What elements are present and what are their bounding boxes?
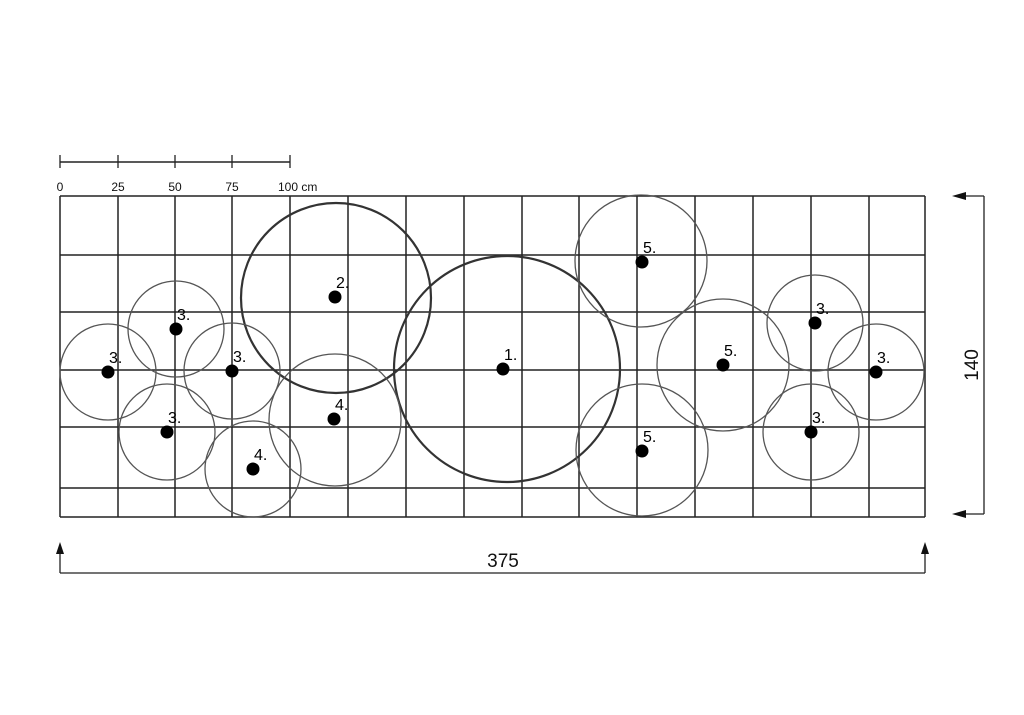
plant-position-dot xyxy=(496,362,510,376)
scale-tick-label: 25 xyxy=(111,180,125,194)
arrow-left-icon xyxy=(952,510,966,518)
plant-marker: 5. xyxy=(656,298,790,432)
plant-position-dot xyxy=(101,365,115,379)
plant-position-dot xyxy=(225,364,239,378)
plant-marker: 4. xyxy=(268,353,402,487)
arrow-up-icon xyxy=(56,542,64,554)
plant-spread-circle xyxy=(827,323,925,421)
plant-spread-circle xyxy=(204,420,302,518)
plant-number-label: 5. xyxy=(643,240,656,257)
plant-spread-circle xyxy=(392,254,622,484)
plant-number-label: 5. xyxy=(724,343,737,360)
plant-marker: 3. xyxy=(827,323,925,421)
plant-number-label: 3. xyxy=(816,301,829,318)
plant-circles: 1. 2. 3. 3. 3. 3. 3. 3. 3. 4. 4. 5. 5. 5. xyxy=(59,194,925,518)
plant-number-label: 3. xyxy=(233,349,246,366)
scale-tick-label: 50 xyxy=(168,180,182,194)
plant-number-label: 3. xyxy=(109,350,122,367)
plant-marker: 1. xyxy=(392,254,622,484)
plant-position-dot xyxy=(160,425,174,439)
arrow-left-icon xyxy=(952,192,966,200)
plant-spread-circle xyxy=(183,322,281,420)
plant-position-dot xyxy=(328,290,342,304)
plant-spread-circle xyxy=(762,383,860,481)
plant-spread-circle xyxy=(574,194,708,328)
plant-marker: 3. xyxy=(59,323,157,421)
plant-position-dot xyxy=(246,462,260,476)
plant-spread-circle xyxy=(118,383,216,481)
plant-position-dot xyxy=(169,322,183,336)
plant-position-dot xyxy=(716,358,730,372)
plant-number-label: 3. xyxy=(177,307,190,324)
plant-marker: 2. xyxy=(239,201,433,395)
grid xyxy=(59,195,926,518)
plant-marker: 3. xyxy=(762,383,860,481)
plant-number-label: 3. xyxy=(812,410,825,427)
width-dimension: 375 xyxy=(56,542,929,574)
plant-marker: 5. xyxy=(574,194,708,328)
plant-marker: 4. xyxy=(204,420,302,518)
plant-number-label: 5. xyxy=(643,429,656,446)
plant-spread-circle xyxy=(127,280,225,378)
plant-position-dot xyxy=(869,365,883,379)
scale-tick-label: 75 xyxy=(225,180,239,194)
plant-number-label: 4. xyxy=(254,447,267,464)
arrow-up-icon xyxy=(921,542,929,554)
plant-marker: 5. xyxy=(575,383,709,517)
plant-number-label: 1. xyxy=(504,347,517,364)
plant-spread-circle xyxy=(59,323,157,421)
scale-bar: 0 25 50 75 100 cm xyxy=(57,155,317,194)
plant-position-dot xyxy=(808,316,822,330)
plant-marker: 3. xyxy=(127,280,225,378)
plant-spread-circle xyxy=(268,353,402,487)
plant-marker: 3. xyxy=(183,322,281,420)
plant-position-dot xyxy=(327,412,341,426)
height-dimension: 140 xyxy=(952,192,985,518)
plant-spread-circle xyxy=(766,274,864,372)
plant-position-dot xyxy=(635,444,649,458)
scale-tick-label: 0 xyxy=(57,180,64,194)
plant-number-label: 2. xyxy=(336,275,349,292)
plant-marker: 3. xyxy=(118,383,216,481)
plant-position-dot xyxy=(804,425,818,439)
plant-spread-circle xyxy=(575,383,709,517)
plant-spread-circle xyxy=(656,298,790,432)
plant-number-label: 3. xyxy=(877,350,890,367)
plant-number-label: 4. xyxy=(335,397,348,414)
plant-number-label: 3. xyxy=(168,410,181,427)
plant-marker: 3. xyxy=(766,274,864,372)
scale-tick-label: 100 cm xyxy=(278,180,317,194)
plant-spread-circle xyxy=(239,201,433,395)
plant-position-dot xyxy=(635,255,649,269)
height-label: 140 xyxy=(962,349,983,381)
width-label: 375 xyxy=(487,551,519,572)
